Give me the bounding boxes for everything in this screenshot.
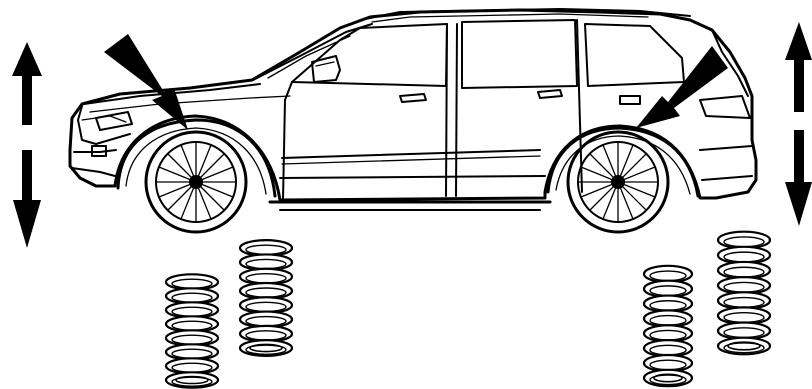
wheel-icon — [568, 132, 668, 232]
wheel-icon — [146, 132, 246, 232]
coil-spring-icon — [240, 240, 292, 356]
up-arrow-icon — [12, 42, 42, 125]
coil-spring-icon — [166, 274, 218, 387]
coil-springs — [166, 232, 770, 388]
down-arrow-icon — [785, 130, 812, 226]
coil-spring-icon — [718, 232, 770, 355]
pointer-arrow-icon — [104, 34, 188, 130]
up-arrow-icon — [785, 22, 812, 112]
right-height-arrows — [785, 22, 812, 226]
left-height-arrows — [12, 42, 42, 248]
coil-spring-icon — [644, 266, 692, 386]
down-arrow-icon — [13, 150, 41, 248]
